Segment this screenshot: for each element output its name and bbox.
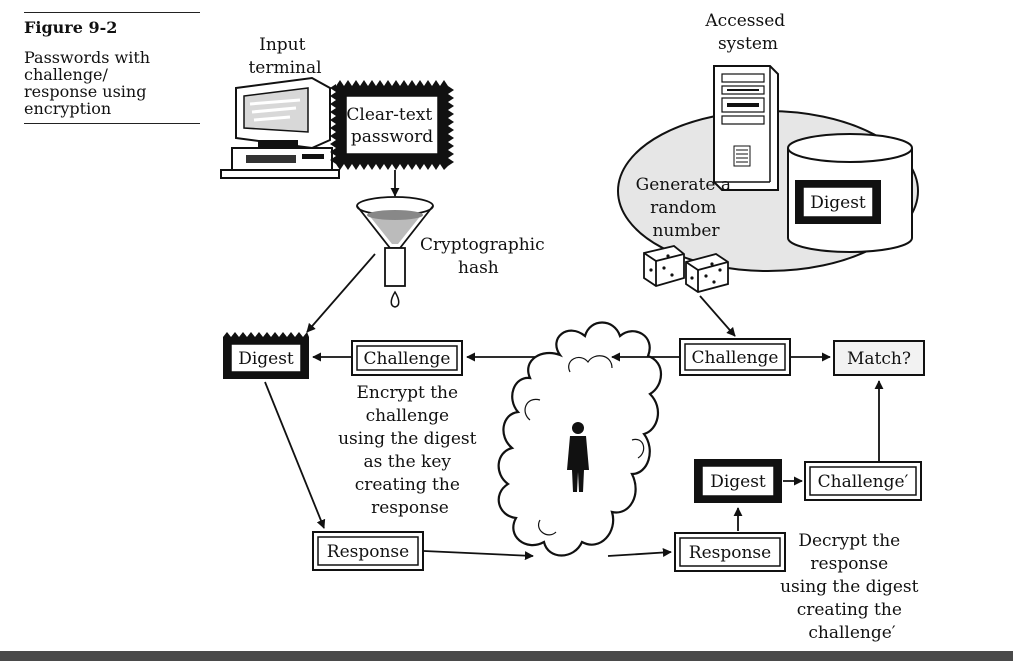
svg-text:Digest: Digest <box>238 349 294 369</box>
figure-number: Figure 9-2 <box>24 18 118 37</box>
figure-caption: Figure 9-2 Passwords with challenge/ res… <box>24 12 200 124</box>
svg-text:Match?: Match? <box>847 349 911 369</box>
svg-text:Response: Response <box>689 543 771 563</box>
cryptographic-hash-label: Cryptographic hash <box>420 235 550 278</box>
bottom-bar <box>0 651 1013 661</box>
svg-text:Challenge: Challenge <box>364 349 451 369</box>
dice-icon <box>643 245 729 293</box>
encrypt-note: Encrypt the challenge using the digest a… <box>338 383 482 518</box>
caption-top-rule <box>24 12 200 13</box>
generate-random-label: Generate a random number <box>636 175 737 241</box>
challenge-box-right: Challenge <box>679 338 791 376</box>
svg-text:Challenge: Challenge <box>692 348 779 368</box>
digest-box-left: Digest <box>223 332 309 379</box>
computer-terminal-icon <box>220 76 340 179</box>
eavesdropper-person-icon <box>567 422 589 492</box>
digest-box-stored: Digest <box>795 180 881 224</box>
funnel-hash-icon <box>356 196 434 308</box>
input-terminal-label: Input terminal <box>248 35 321 78</box>
challenge-box-left: Challenge <box>351 340 463 376</box>
svg-text:Digest: Digest <box>710 472 766 492</box>
digest-box-right: Digest <box>694 459 782 503</box>
challenge-prime-box: Challenge′ <box>804 461 922 501</box>
decrypt-note: Decrypt the response using the digest cr… <box>780 531 924 643</box>
svg-text:Digest: Digest <box>810 193 866 213</box>
svg-text:Response: Response <box>327 542 409 562</box>
match-box: Match? <box>833 340 925 376</box>
svg-text:Clear-text password: Clear-text password <box>346 105 437 147</box>
server-tower-icon <box>713 65 779 191</box>
response-box-right: Response <box>674 532 786 572</box>
svg-text:Challenge′: Challenge′ <box>818 472 909 492</box>
caption-bottom-rule <box>24 123 200 124</box>
clear-text-password-box: Clear-text password <box>330 80 454 170</box>
figure-caption-text: Passwords with challenge/ response using… <box>24 48 151 118</box>
response-box-left: Response <box>312 531 424 571</box>
accessed-system-label: Accessed system <box>704 11 790 54</box>
